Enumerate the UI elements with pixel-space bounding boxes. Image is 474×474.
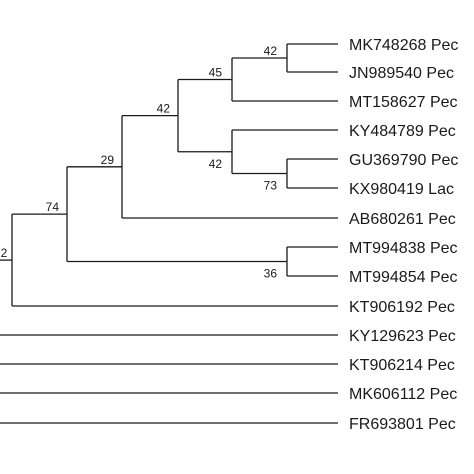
- tip-label: GU369790 Pec: [349, 152, 458, 169]
- tip-label: FR693801 Pec: [349, 416, 456, 433]
- support-value: 29: [101, 153, 115, 167]
- tip-label: KY484789 Pec: [349, 123, 456, 140]
- support-value: 73: [264, 179, 278, 193]
- tip-label: AB680261 Pec: [349, 211, 456, 228]
- support-value: 36: [264, 267, 278, 281]
- tip-label: KT906192 Pec: [349, 299, 455, 316]
- tip-label: KX980419 Lac: [349, 181, 454, 198]
- support-value: 42: [157, 102, 171, 116]
- tip-label: MT158627 Pec: [349, 94, 458, 111]
- tip-label: KT906214 Pec: [349, 357, 455, 374]
- tip-label: MK606112 Pec: [349, 386, 457, 403]
- support-value: 42: [264, 44, 278, 58]
- tip-label: JN989540 Pec: [349, 65, 454, 82]
- tip-label: MK748268 Pec: [349, 37, 458, 54]
- support-value: 45: [209, 66, 223, 80]
- tree-support-values: 42 45 73 42 42 29 36 74 2: [1, 44, 278, 281]
- tree-branches: [0, 43, 338, 424]
- tip-label: MT994854 Pec: [349, 269, 458, 286]
- support-value: 2: [1, 246, 8, 260]
- tip-label: KY129623 Pec: [349, 328, 456, 345]
- support-value: 74: [46, 200, 60, 214]
- support-value: 42: [209, 157, 223, 171]
- tip-label: MT994838 Pec: [349, 240, 458, 257]
